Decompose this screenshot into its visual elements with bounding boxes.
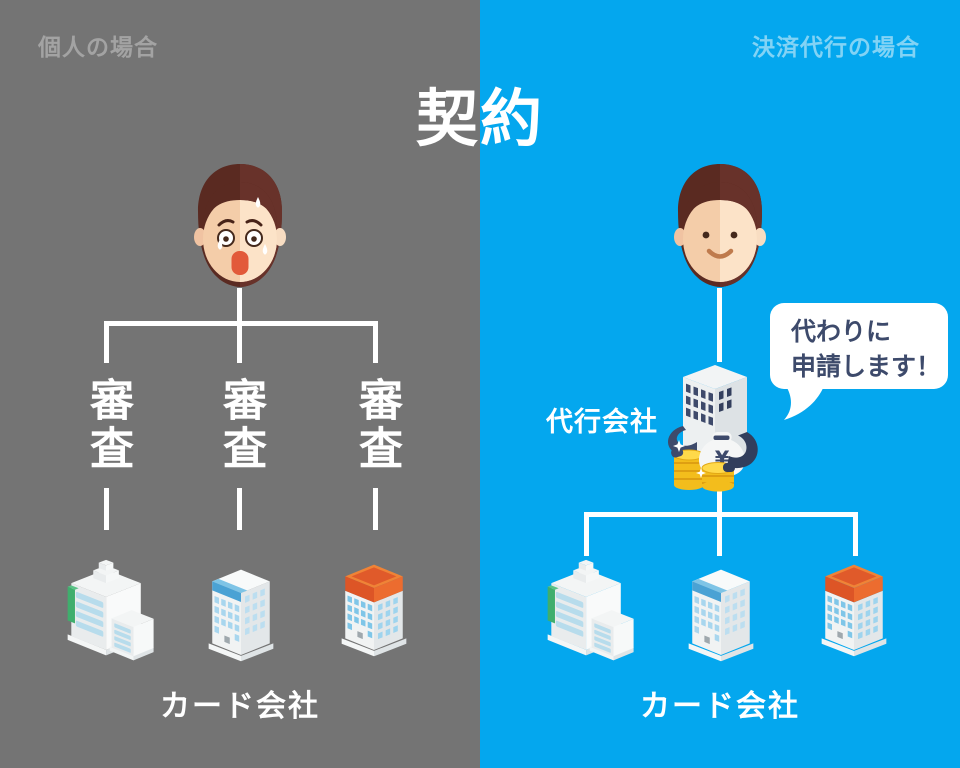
connector-stub	[584, 512, 589, 556]
office-building-green-icon	[544, 550, 640, 662]
agency-panel: 決済代行の場合 代わりに 申請します！	[480, 0, 960, 768]
connector-stub	[373, 321, 378, 363]
speech-bubble: 代わりに 申請します！	[770, 303, 948, 389]
card-companies-label: カード会社	[160, 689, 320, 724]
connector-vertical-mid	[717, 488, 722, 516]
office-building-blue-icon	[685, 558, 757, 664]
contract-title: 契約	[415, 82, 544, 155]
screening-label: 審査	[82, 377, 133, 473]
left-arm	[668, 426, 697, 456]
worried-face-icon	[194, 164, 286, 287]
speech-line-1: 代わりに	[791, 317, 892, 346]
office-building-orange-icon	[818, 553, 890, 659]
connector-stub	[104, 321, 109, 363]
connector-stub	[104, 488, 109, 530]
screening-label: 審査	[351, 377, 402, 473]
card-companies-label: カード会社	[640, 689, 800, 724]
individual-panel: 個人の場合	[38, 35, 410, 724]
right-arm	[727, 432, 758, 469]
speech-bubble-tail	[784, 386, 824, 420]
right-header-label: 決済代行の場合	[752, 35, 920, 61]
connector-vertical-top	[237, 288, 242, 324]
connector-stub	[717, 512, 722, 556]
agency-company-label: 代行会社	[546, 407, 658, 438]
office-building-green-icon	[64, 550, 160, 662]
agency-building-money-icon: ¥	[668, 365, 758, 492]
office-building-blue-icon	[205, 558, 277, 664]
screening-label: 審査	[215, 377, 266, 473]
connector-stub	[373, 488, 378, 530]
connector-stub	[237, 488, 242, 530]
office-building-orange-icon	[338, 553, 410, 659]
happy-face-icon	[674, 164, 766, 287]
connector-stub	[237, 321, 242, 363]
connector-stub	[853, 512, 858, 556]
speech-line-2: 申請します！	[791, 352, 942, 381]
left-header-label: 個人の場合	[38, 35, 158, 61]
connector-vertical-top	[717, 288, 722, 362]
